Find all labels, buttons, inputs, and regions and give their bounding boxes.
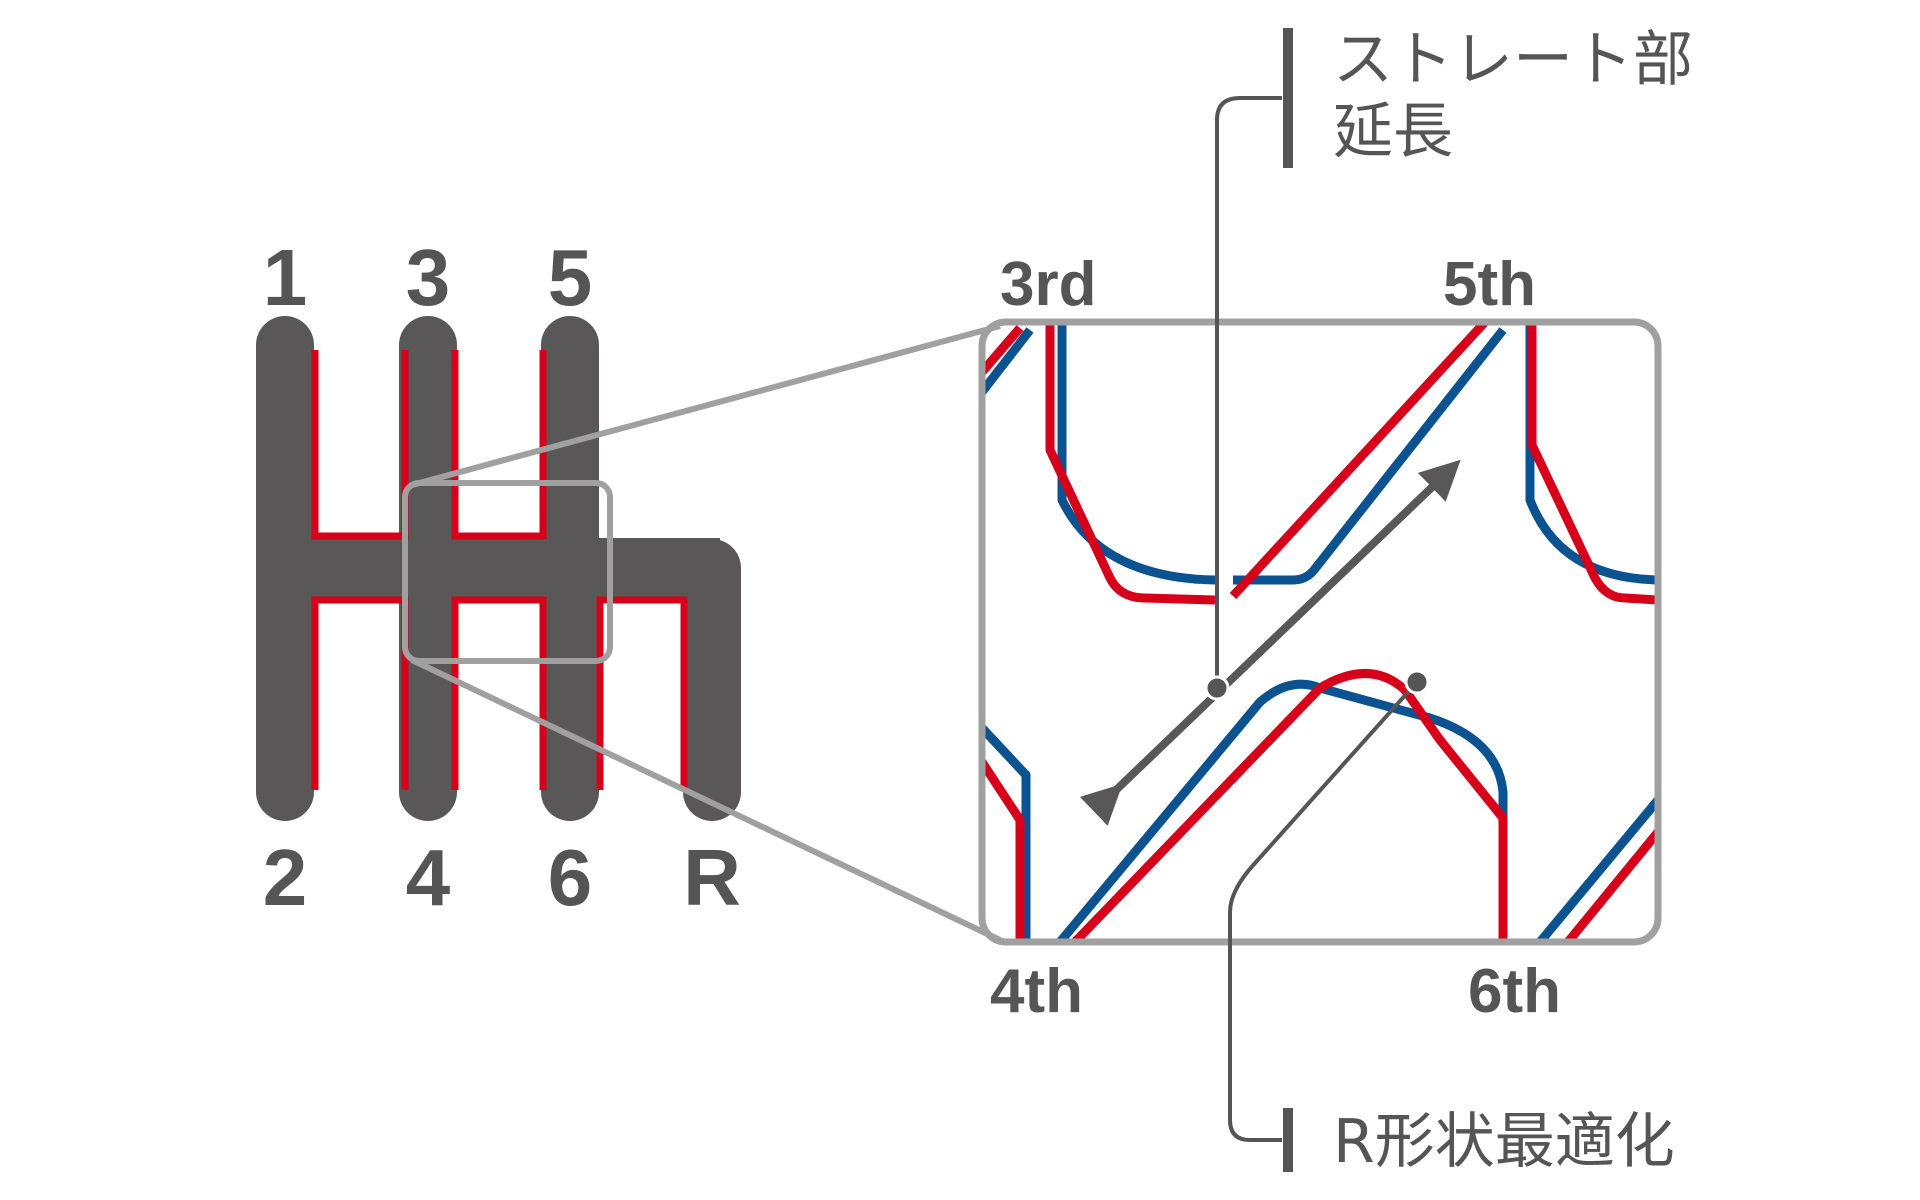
gear-label-6: 6 <box>548 833 593 922</box>
callout-straight: ストレート部 延長 <box>1204 25 1693 701</box>
red-profile-slot2 <box>311 596 409 790</box>
new-profile-left-wall <box>982 759 1025 942</box>
gear-label-2: 2 <box>263 833 308 922</box>
detail-label-5th: 5th <box>1443 250 1536 319</box>
gear-label-5: 5 <box>548 233 593 322</box>
gear-label-3: 3 <box>406 233 451 322</box>
zoom-connector-bottom <box>410 657 1002 943</box>
detail-view: 3rd 5th 4th 6th <box>978 250 1662 1026</box>
callout-r-shape-dot <box>1404 669 1430 695</box>
red-profile-slot6 <box>596 596 688 790</box>
callout-straight-leader <box>1215 96 1282 688</box>
old-profile-3rd-gate <box>1057 322 1216 585</box>
shift-direction-arrow <box>1079 459 1461 826</box>
detail-frame <box>978 318 1662 946</box>
gear-label-4: 4 <box>406 833 451 922</box>
zoom-indicator <box>402 323 1002 943</box>
callout-straight-text-1: ストレート部 <box>1333 25 1693 95</box>
gear-label-r: R <box>683 833 741 922</box>
red-profile-slot1 <box>311 350 409 540</box>
callout-r-shape-text: R形状最適化 <box>1333 1107 1675 1177</box>
zoom-connector-top <box>411 323 1001 488</box>
gate-neutral-plane <box>256 538 720 598</box>
new-profile-straight-lower <box>1071 669 1508 942</box>
old-profile-5th-gate <box>1525 322 1658 585</box>
new-profile-top-left-edge <box>982 325 1024 375</box>
red-profile-slot3 <box>451 350 547 540</box>
old-profile-left-wall <box>982 724 1031 942</box>
callout-straight-dot <box>1204 675 1230 701</box>
callout-r-shape-leader <box>1228 680 1419 1142</box>
detail-label-6th: 6th <box>1468 957 1561 1026</box>
zoom-source-box <box>402 480 613 664</box>
gear-label-1: 1 <box>263 233 308 322</box>
old-profile-lines <box>982 322 1658 942</box>
shift-gate: 1 3 5 2 4 6 R <box>256 233 741 922</box>
old-profile-bottom-right-edge <box>1536 797 1658 942</box>
detail-label-4th: 4th <box>990 957 1083 1026</box>
new-profile-3rd-gate <box>1045 322 1216 605</box>
detail-label-3rd: 3rd <box>1000 250 1096 319</box>
old-profile-top-left-edge <box>982 327 1034 395</box>
callout-straight-text-2: 延長 <box>1333 97 1453 167</box>
gate-red-profile <box>311 350 688 790</box>
new-profile-bottom-right-edge <box>1564 829 1658 942</box>
red-profile-slot4 <box>451 596 547 790</box>
callout-r-shape: R形状最適化 <box>1228 669 1675 1177</box>
new-profile-5th-gate <box>1527 322 1658 605</box>
new-profile-lines <box>982 322 1658 942</box>
